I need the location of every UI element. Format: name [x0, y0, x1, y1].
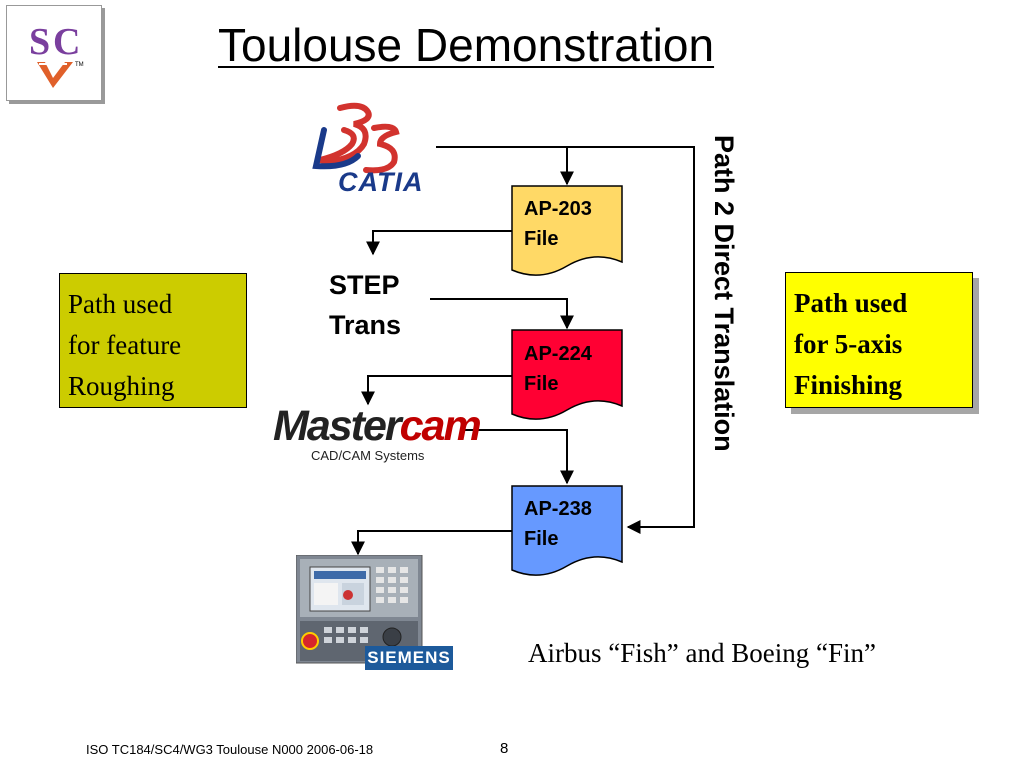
ap203-document — [511, 185, 623, 276]
svg-text:TM: TM — [75, 62, 84, 68]
siemens-logo: SIEMENS — [365, 646, 453, 670]
connector-ap224-mastercam — [361, 375, 512, 406]
catia-logo-text: CATIA — [338, 167, 424, 197]
ap238-document — [511, 485, 623, 576]
svg-text:C: C — [53, 21, 80, 63]
connector-catia-direct — [436, 146, 695, 534]
svg-text:S: S — [29, 21, 50, 63]
connector-ap203-step — [366, 230, 512, 256]
sc-logo-icon: S C TM — [6, 5, 102, 101]
ap224-document — [511, 329, 623, 420]
footer-text: ISO TC184/SC4/WG3 Toulouse N000 2006-06-… — [86, 742, 374, 757]
catia-logo-icon — [312, 102, 400, 174]
connector-mastercam-ap238 — [462, 429, 574, 485]
siemens-controller-icon — [296, 555, 423, 664]
mastercam-brand-b: cam — [399, 402, 482, 450]
mastercam-logo-icon: Mastercam CAD/CAM Systems — [273, 402, 482, 463]
page-title: Toulouse Demonstration — [218, 19, 715, 71]
mastercam-subtitle: CAD/CAM Systems — [311, 448, 425, 463]
connector-ap238-controller — [351, 530, 512, 556]
connector-step-ap224 — [430, 298, 574, 330]
caption: Airbus “Fish” and Boeing “Fin” — [528, 638, 876, 668]
direct-translation-label: Path 2 Direct Translation — [709, 135, 739, 452]
mastercam-brand-a: Master — [273, 402, 402, 450]
page-number: 8 — [500, 740, 509, 757]
